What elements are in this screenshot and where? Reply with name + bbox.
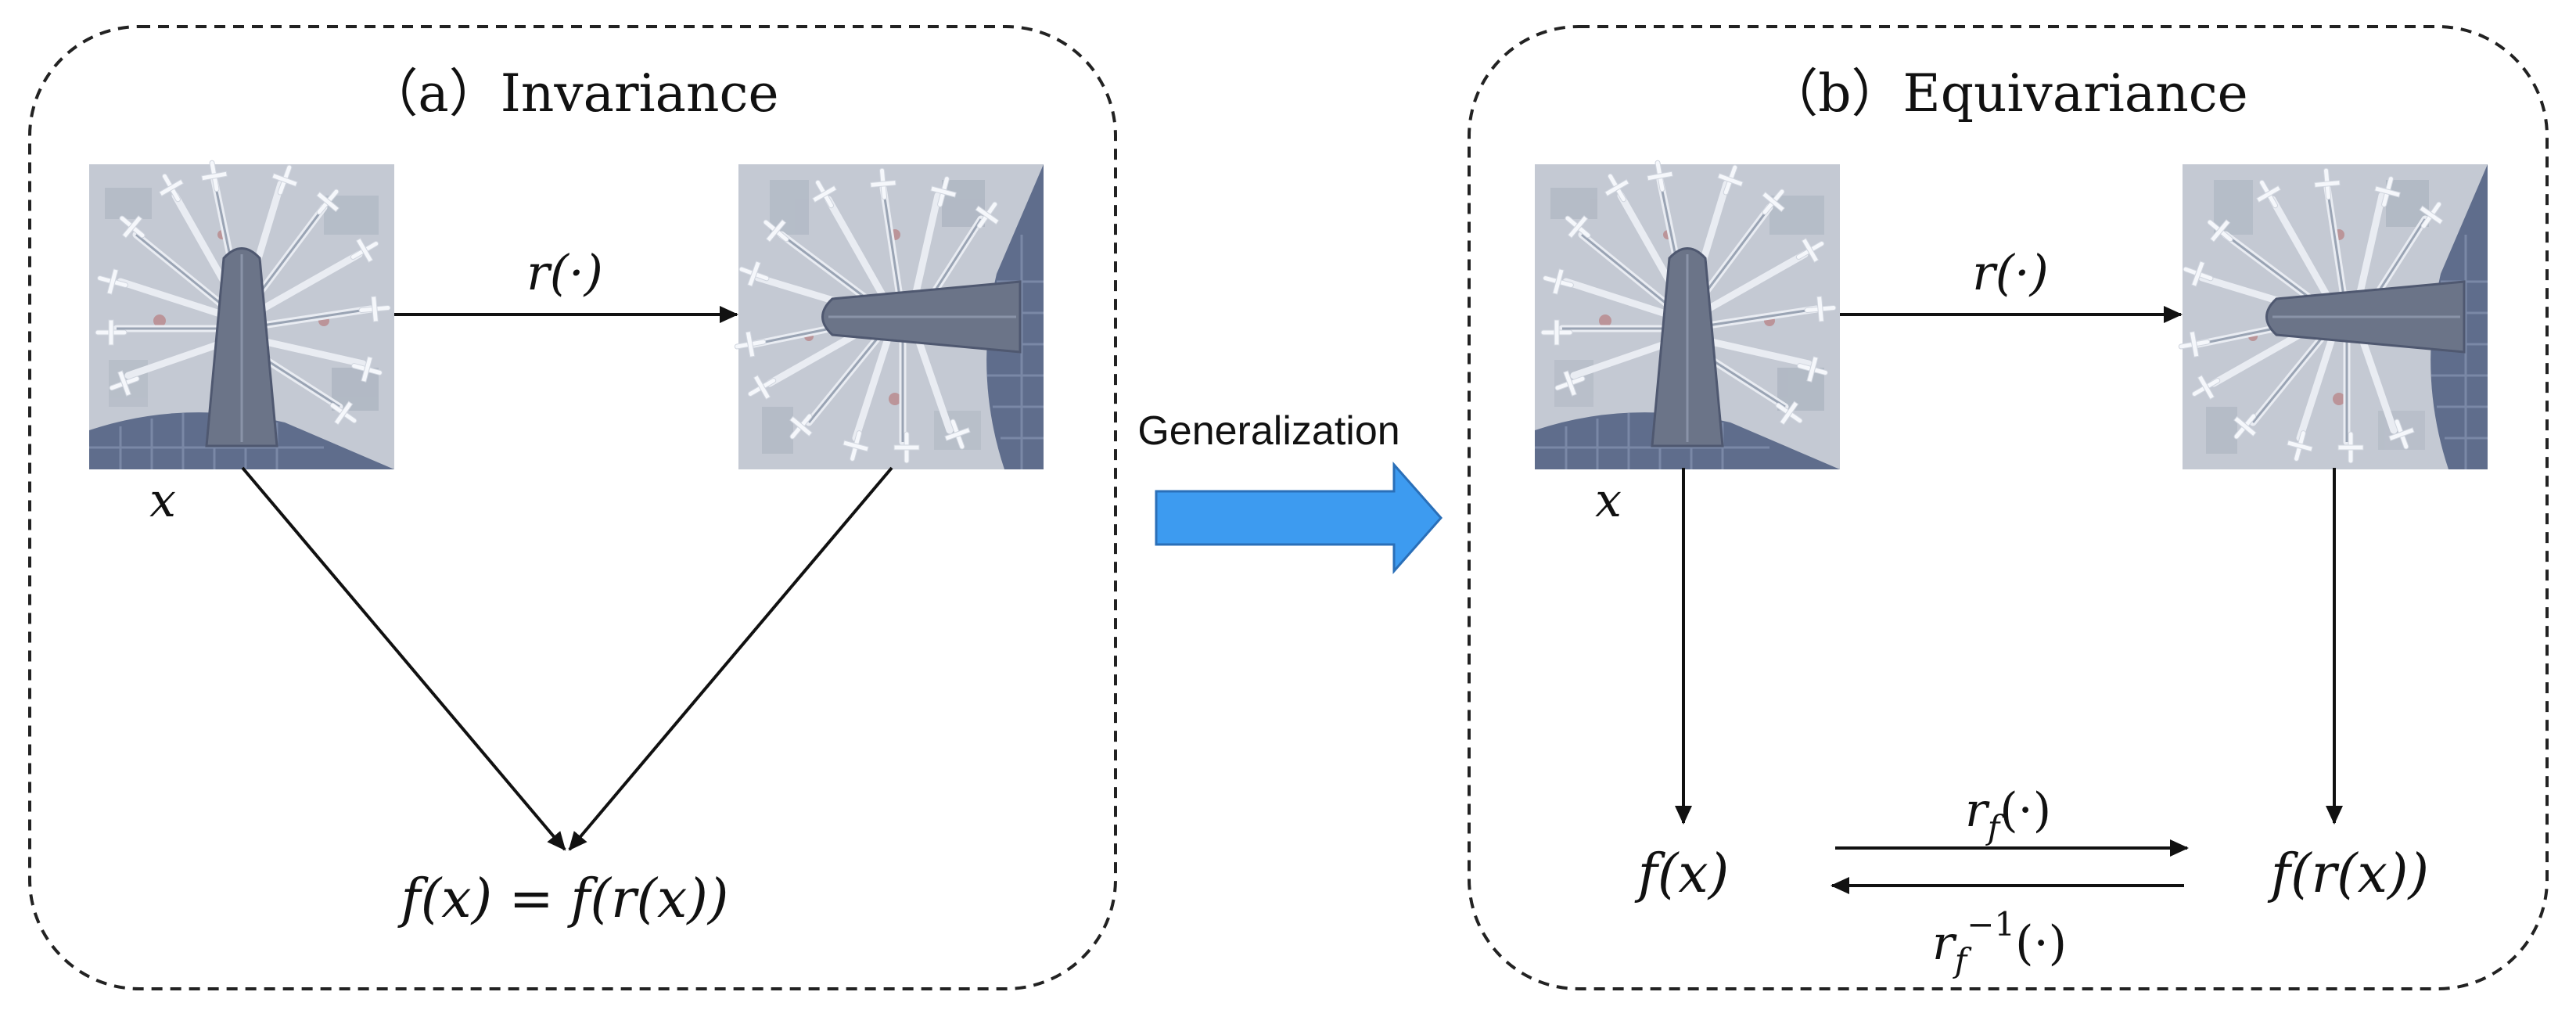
panel-title-equivariance: （b）Equivariance	[1766, 63, 2247, 124]
transform-label: r(·)	[1972, 244, 2049, 301]
panel-equivariance: （b）Equivariance r(·) x f(x) f(r(x)) rf(·…	[1468, 25, 2549, 990]
airport-image	[89, 159, 394, 469]
rotated-feature-output-label: f(r(x))	[2267, 843, 2429, 905]
panel-equivariance-border	[1468, 25, 2549, 990]
generalization-label: Generalization	[1137, 408, 1399, 454]
panel-invariance: （a）Invariance r(·) x f(x) = f(r(x))	[28, 25, 1117, 990]
input-label: x	[1595, 473, 1622, 528]
rotated-airport-image	[733, 164, 1044, 469]
generalization-arrow-icon	[1155, 462, 1443, 574]
transform-label: r(·)	[526, 244, 603, 301]
airport-image	[1535, 159, 1840, 469]
invariance-equation: f(x) = f(r(x))	[397, 868, 729, 930]
rotated-to-output-arrow	[568, 466, 893, 851]
panel-invariance-border	[28, 25, 1117, 990]
panel-title-invariance: （a）Invariance	[366, 63, 778, 124]
rotated-airport-image	[2177, 164, 2488, 469]
feature-transform-label: rf(·)	[1965, 783, 2051, 846]
generalization-connector: Generalization	[1137, 408, 1443, 574]
feature-output-label: f(x)	[1634, 843, 1730, 905]
input-to-output-arrow	[241, 466, 566, 851]
input-label: x	[149, 473, 176, 528]
inverse-feature-transform-label: rf−1(·)	[1932, 905, 2067, 979]
